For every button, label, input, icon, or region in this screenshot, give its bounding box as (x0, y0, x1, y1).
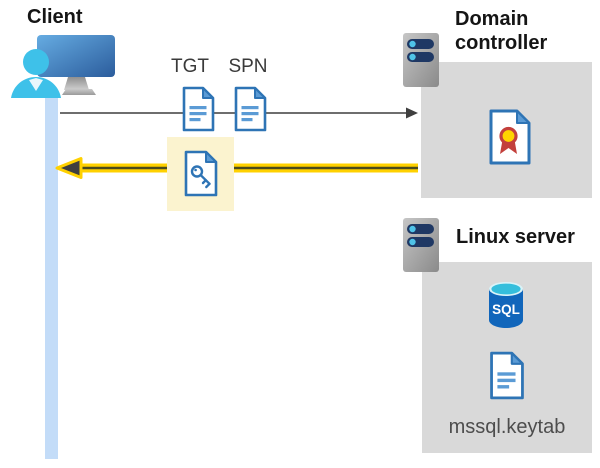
arrow-right-icon (60, 107, 418, 119)
key-document-icon (184, 150, 218, 197)
user-icon (11, 49, 61, 98)
linux-server-heading: Linux server (456, 226, 575, 248)
client-workstation-icon (11, 35, 115, 98)
arrow-left-icon (55, 157, 418, 179)
monitor-icon (37, 35, 115, 95)
domain-controller-heading: Domain controller (455, 8, 548, 54)
client-lifeline-bar (45, 90, 58, 459)
client-heading: Client (27, 6, 83, 28)
sql-database-icon: SQL (489, 282, 523, 328)
sql-icon-label: SQL (492, 302, 520, 317)
certificate-icon (489, 109, 531, 165)
tgt-label: TGT (171, 56, 209, 77)
key-glyph (190, 165, 211, 189)
keytab-document-icon (490, 351, 524, 400)
server-icon (403, 33, 439, 87)
tgt-document-icon (182, 86, 215, 132)
spn-label: SPN (228, 56, 268, 77)
server-icon (403, 218, 439, 272)
spn-document-icon (234, 86, 267, 132)
keytab-filename: mssql.keytab (448, 416, 566, 438)
